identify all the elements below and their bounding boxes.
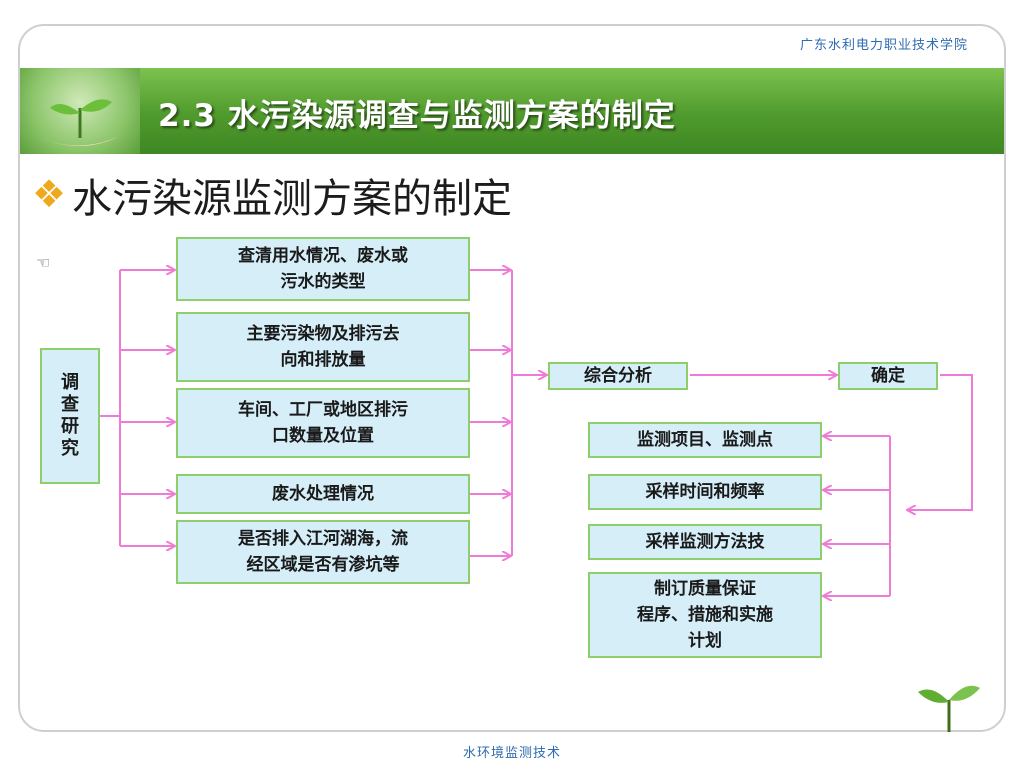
determine-node: 确定 [838,362,938,390]
input-node-4: 废水处理情况 [176,474,470,514]
root-node-investigation: 调 查 研 究 [40,348,100,484]
school-name: 广东水利电力职业技术学院 [799,38,968,53]
output-node-3: 采样监测方法技 [588,524,822,560]
input-node-2: 主要污染物及排污去 向和排放量 [176,312,470,382]
output-node-2: 采样时间和频率 [588,474,822,510]
slide-title: 2.3 水污染源调查与监测方案的制定 [158,98,676,134]
title-banner [20,68,1004,154]
input-node-3: 车间、工厂或地区排污 口数量及位置 [176,388,470,458]
input-node-5: 是否排入江河湖海，流 经区域是否有渗坑等 [176,520,470,584]
footer-course: 水环境监测技术 [462,746,561,761]
output-node-4: 制订质量保证 程序、措施和实施 计划 [588,572,822,658]
output-node-1: 监测项目、监测点 [588,422,822,458]
connector-determine-loop [908,374,973,510]
input-node-1: 查清用水情况、废水或 污水的类型 [176,237,470,301]
seedling-icon [40,99,120,146]
analysis-node: 综合分析 [548,362,688,390]
hand-cursor-icon: ☜ [36,253,51,272]
sprout-decoration-icon [918,685,980,732]
seedling-hand-photo [20,68,140,154]
subtitle: 水污染源监测方案的制定 [72,176,512,222]
diamond-bullet-icon: ❖ [32,172,67,216]
